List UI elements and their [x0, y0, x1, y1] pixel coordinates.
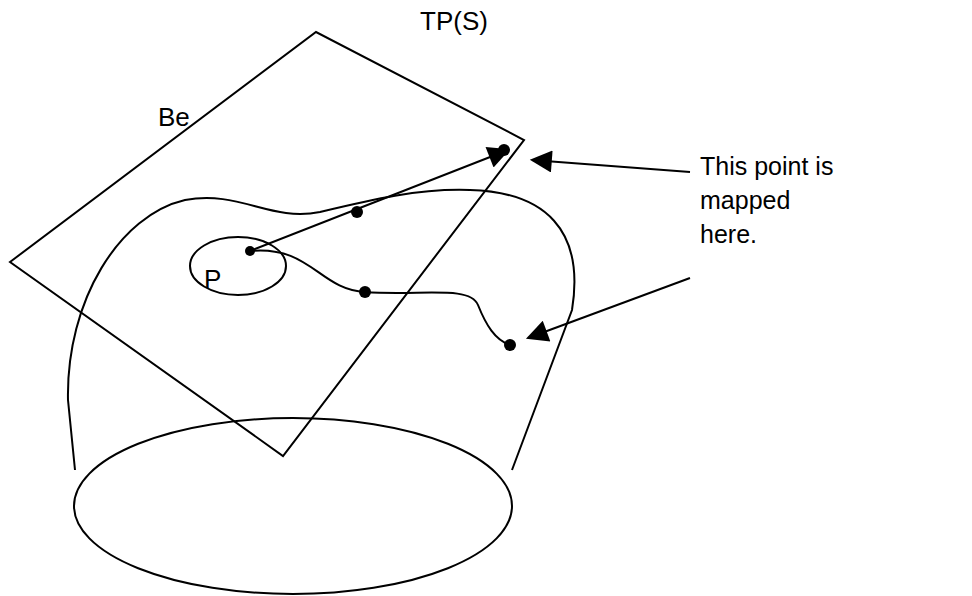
- surface-outline: [68, 190, 574, 470]
- tangent-plane: [10, 32, 524, 456]
- point-label: P: [204, 262, 221, 297]
- plane-label: TP(S): [420, 4, 488, 39]
- dot: [351, 206, 363, 218]
- ball-label: Be: [158, 100, 190, 135]
- point-p: [245, 246, 255, 256]
- leader-arrow: [528, 278, 690, 338]
- tangent-vector: [250, 150, 508, 251]
- callout-note: This point is mapped here.: [700, 150, 850, 251]
- dot: [498, 144, 510, 156]
- geodesic: [250, 250, 510, 345]
- leader-arrow: [532, 160, 690, 172]
- dot: [359, 286, 371, 298]
- dot: [504, 339, 516, 351]
